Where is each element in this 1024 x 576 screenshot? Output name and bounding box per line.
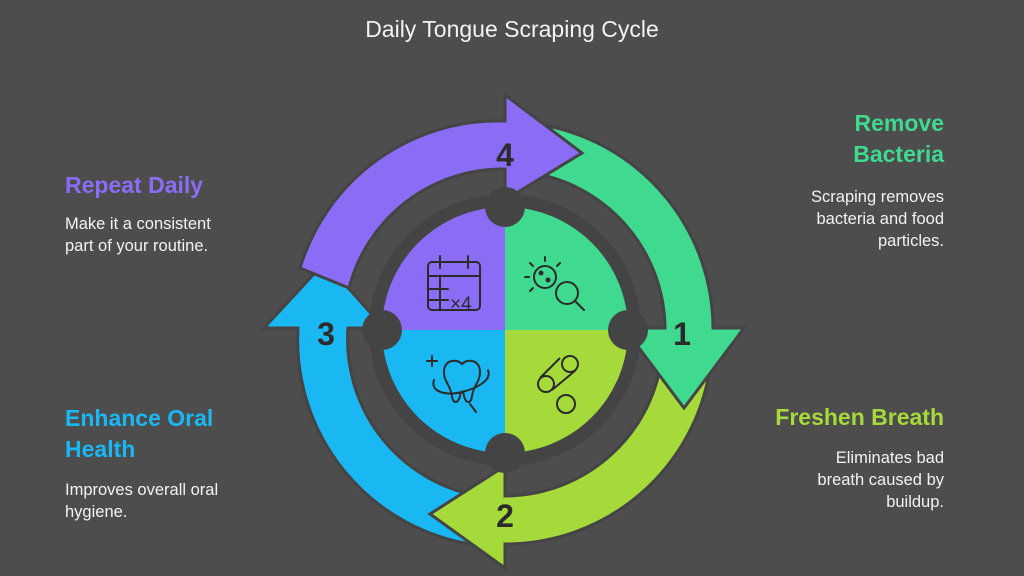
step-4-desc-line: Make it a consistent (65, 215, 211, 233)
quadrant-step-2 (505, 330, 628, 453)
step-3-heading-line: Health (65, 436, 136, 462)
step-4-description: Make it a consistent part of your routin… (65, 213, 211, 257)
step-1-number: 1 (673, 316, 691, 352)
step-3-number: 3 (317, 316, 335, 352)
inner-quadrants (362, 187, 648, 473)
step-3-heading: Enhance Oral Health (65, 403, 218, 465)
sparkling-tooth-icon (426, 355, 490, 413)
step-2-desc-line: buildup. (886, 493, 944, 511)
step-2-number: 2 (496, 498, 514, 534)
step-2-text: Freshen Breath Eliminates bad breath cau… (775, 402, 944, 513)
step-4-heading: Repeat Daily (65, 172, 204, 198)
step-3-heading-line: Enhance Oral (65, 405, 214, 431)
calendar-times-four-icon (427, 255, 481, 311)
step-4-number: 4 (496, 137, 514, 173)
step-3-desc-line: Improves overall oral (65, 481, 219, 499)
quadrant-notch (362, 310, 402, 350)
arc-step-1 (536, 124, 747, 411)
step-1-heading: Remove Bacteria (811, 108, 944, 170)
step-2-desc-line: breath caused by (817, 471, 944, 489)
step-4-desc-line: part of your routine. (65, 237, 209, 255)
step-1-desc-line: particles. (877, 232, 944, 250)
arc-step-2 (427, 343, 712, 571)
molecule-icon (537, 355, 579, 414)
step-3-text: Enhance Oral Health Improves overall ora… (65, 403, 218, 523)
quadrant-step-1 (505, 207, 628, 330)
quadrant-notch (485, 187, 525, 227)
step-1-text: Remove Bacteria Scraping removes bacteri… (811, 108, 944, 252)
step-3-desc-line: hygiene. (65, 503, 128, 521)
quadrant-step-3 (382, 330, 505, 453)
step-1-desc-line: bacteria and food (816, 210, 944, 228)
diagram-title: Daily Tongue Scraping Cycle (365, 16, 659, 42)
step-4-text: Repeat Daily Make it a consistent part o… (65, 170, 211, 257)
step-2-heading: Freshen Breath (775, 404, 944, 430)
arc-step-3 (260, 259, 487, 547)
quadrant-notch (485, 433, 525, 473)
quadrant-notch (608, 310, 648, 350)
step-2-desc-line: Eliminates bad (835, 449, 944, 467)
calendar-icon-text: ×4 (450, 294, 472, 315)
step-3-description: Improves overall oral hygiene. (65, 479, 218, 523)
step-1-desc-line: Scraping removes (811, 188, 944, 206)
step-1-description: Scraping removes bacteria and food parti… (811, 186, 944, 252)
arc-step-4 (298, 91, 585, 291)
step-1-heading-line: Bacteria (853, 141, 944, 167)
bacteria-magnifier-icon (524, 256, 585, 311)
step-1-heading-line: Remove (854, 110, 944, 136)
quadrant-step-4 (382, 207, 505, 330)
step-2-description: Eliminates bad breath caused by buildup. (775, 447, 944, 513)
